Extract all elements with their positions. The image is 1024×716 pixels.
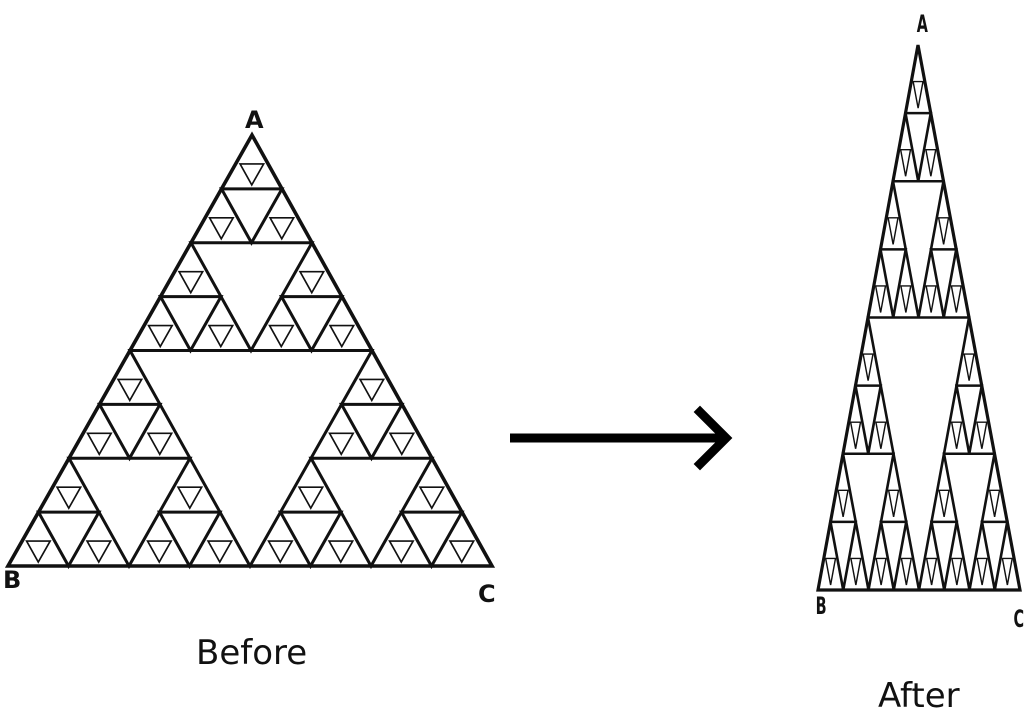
inner-triangle-level-4: [328, 432, 355, 456]
inner-triangle-level-3: [278, 295, 345, 354]
inner-triangle-level-4: [176, 486, 204, 510]
inner-triangle-level-4: [1001, 557, 1014, 586]
inner-triangle-level-4: [887, 217, 899, 245]
before-sierpinski-triangle: [4, 131, 496, 570]
inner-triangle-level-4: [887, 489, 900, 518]
inner-triangle-level-3: [903, 111, 933, 182]
inner-triangle-level-4: [358, 378, 386, 403]
inner-triangle-level-4: [925, 285, 937, 313]
inner-triangle-level-4: [875, 557, 887, 586]
after-vertex-b-label: B: [815, 592, 827, 620]
inner-triangle-level-4: [976, 557, 988, 586]
inner-triangle-level-4: [837, 489, 849, 518]
inner-triangle-level-4: [146, 540, 173, 564]
inner-triangle-level-4: [206, 540, 234, 564]
inner-triangle-level-4: [950, 285, 963, 313]
inner-triangle-level-4: [874, 285, 887, 313]
inner-triangle-level-4: [900, 557, 913, 586]
inner-triangle-level-3: [398, 510, 465, 570]
inner-triangle-level-4: [925, 557, 938, 586]
inner-triangle-level-3: [929, 520, 959, 591]
inner-triangle-level-4: [238, 163, 266, 187]
arrow-head-icon: [693, 405, 733, 471]
inner-triangle-level-4: [146, 432, 174, 456]
inner-triangle-level-3: [156, 510, 223, 570]
inner-triangle-level-4: [418, 486, 446, 510]
inner-triangle-level-4: [327, 540, 355, 564]
inner-triangle-level-4: [298, 270, 326, 295]
before-vertex-c-label: C: [478, 580, 496, 608]
inner-triangle-level-4: [267, 540, 294, 564]
inner-triangle-level-3: [277, 510, 344, 570]
inner-triangle-level-4: [849, 421, 862, 449]
inner-triangle-level-4: [824, 557, 837, 586]
before-caption: Before: [196, 633, 308, 673]
inner-triangle-level-3: [828, 520, 858, 591]
inner-triangle-level-4: [328, 324, 356, 349]
inner-triangle-level-4: [900, 285, 912, 313]
inner-triangle-level-4: [25, 540, 52, 564]
inner-triangle-level-4: [116, 378, 144, 403]
inner-triangle-level-4: [55, 486, 83, 510]
inner-triangle-level-3: [96, 402, 163, 462]
inner-triangle-level-4: [938, 489, 950, 518]
inner-triangle-level-4: [875, 421, 887, 449]
inner-triangle-level-3: [157, 295, 224, 354]
inner-triangle-level-4: [950, 421, 963, 449]
transform-arrow: [510, 405, 733, 471]
inner-triangle-level-3: [218, 187, 285, 246]
after-sierpinski-triangle: [816, 44, 1022, 592]
inner-triangle-level-4: [297, 486, 325, 510]
inner-triangle-level-4: [268, 216, 296, 241]
inner-triangle-level-3: [853, 384, 883, 454]
inner-triangle-level-4: [208, 216, 235, 241]
inner-triangle-level-3: [929, 248, 958, 318]
inner-triangle-level-4: [268, 324, 295, 349]
inner-triangle-level-3: [338, 402, 405, 462]
before-vertex-a-label: A: [245, 106, 264, 134]
inner-triangle-level-4: [862, 353, 874, 381]
inner-triangle-level-3: [878, 248, 908, 318]
inner-triangle-level-4: [850, 557, 862, 586]
inner-triangle-level-4: [937, 217, 950, 245]
inner-triangle-level-4: [963, 353, 975, 381]
inner-triangle-level-3: [954, 384, 984, 454]
inner-triangle-level-4: [85, 540, 113, 564]
inner-triangle-level-4: [177, 270, 205, 295]
inner-triangle-level-4: [912, 80, 924, 109]
after-vertex-c-label: C: [1013, 605, 1024, 633]
inner-triangle-level-4: [448, 540, 476, 564]
after-caption: After: [878, 676, 960, 716]
inner-triangle-level-4: [207, 324, 235, 349]
inner-triangle-level-4: [951, 557, 963, 586]
inner-triangle-level-4: [976, 421, 988, 449]
inner-triangle-level-3: [879, 520, 908, 591]
inner-triangle-level-4: [988, 489, 1001, 518]
inner-triangle-level-4: [86, 432, 113, 456]
inner-triangle-level-4: [899, 148, 912, 177]
inner-triangle-level-3: [980, 520, 1009, 591]
before-vertex-b-label: B: [3, 566, 22, 594]
inner-triangle-level-4: [147, 324, 174, 349]
inner-triangle-level-4: [388, 432, 416, 456]
inner-triangle-level-4: [925, 148, 937, 177]
inner-triangle-level-3: [35, 510, 102, 570]
inner-triangle-level-4: [388, 540, 415, 564]
after-vertex-a-label: A: [916, 10, 928, 38]
